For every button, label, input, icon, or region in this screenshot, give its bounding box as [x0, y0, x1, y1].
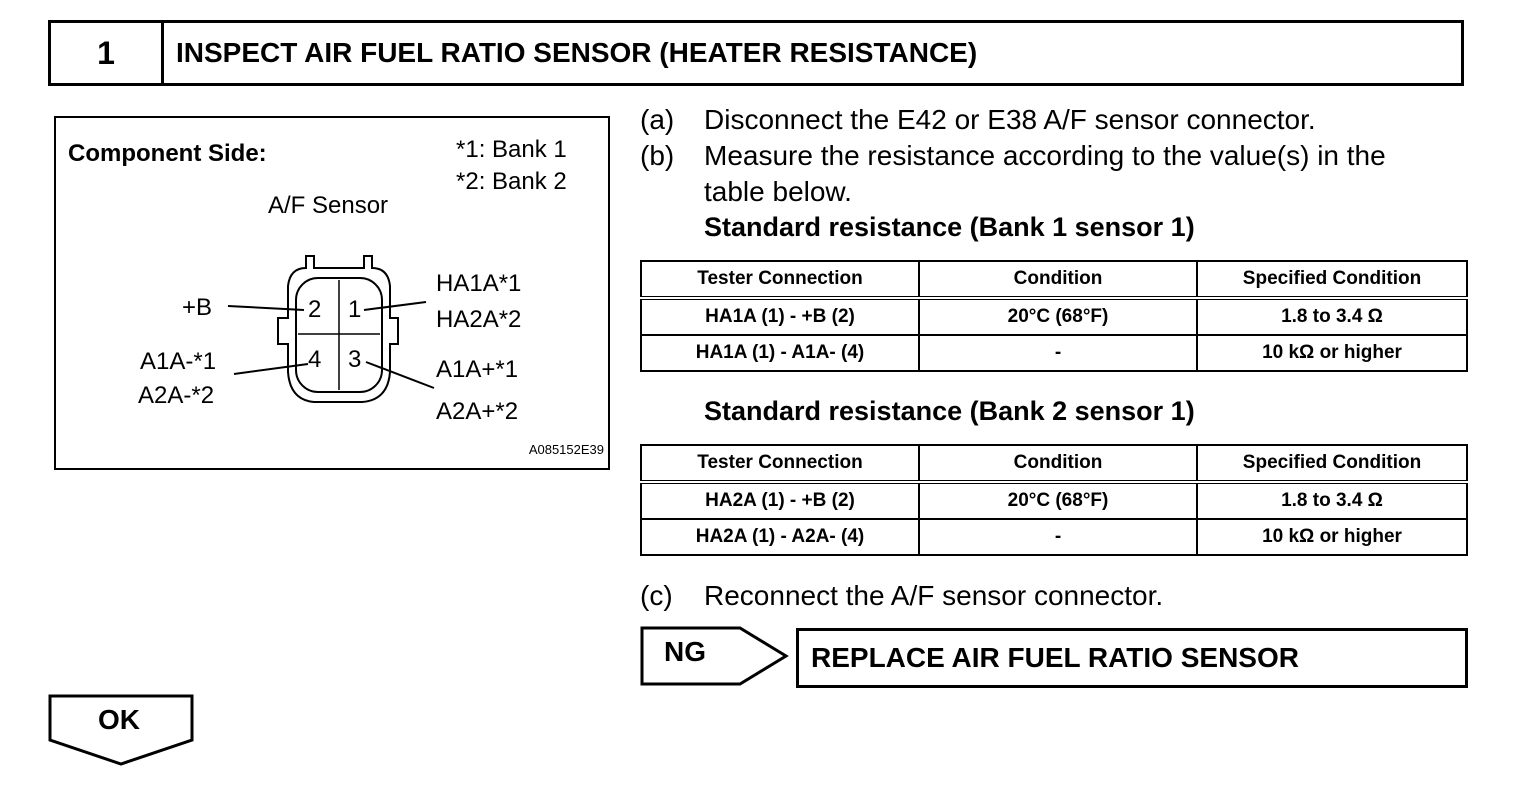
table-row: HA1A (1) - A1A- (4) - 10 kΩ or higher [640, 334, 1468, 372]
figure-id: A085152E39 [528, 442, 604, 457]
instruction-c-label: (c) [640, 580, 673, 611]
table-cell: 20°C (68°F) [918, 481, 1198, 520]
ng-action-box: REPLACE AIR FUEL RATIO SENSOR [796, 628, 1468, 688]
table1-heading: Standard resistance (Bank 1 sensor 1) [704, 212, 1195, 242]
column-header: Specified Condition [1196, 260, 1468, 300]
ok-indicator: OK [48, 694, 196, 766]
table-cell: - [918, 518, 1198, 556]
table-bank2: Tester Connection Condition Specified Co… [640, 444, 1468, 556]
label-a2a-plus: A2A+*2 [436, 398, 519, 425]
table-header-row: Tester Connection Condition Specified Co… [640, 260, 1468, 300]
pin-1: 1 [348, 296, 362, 323]
column-header: Condition [918, 260, 1198, 300]
table-row: HA2A (1) - A2A- (4) - 10 kΩ or higher [640, 518, 1468, 556]
table-header-row: Tester Connection Condition Specified Co… [640, 444, 1468, 484]
table-cell: 10 kΩ or higher [1196, 518, 1468, 556]
connector-drawing [227, 255, 435, 403]
instruction-a: (a) Disconnect the E42 or E38 A/F sensor… [640, 102, 1470, 138]
table-cell: 10 kΩ or higher [1196, 334, 1468, 372]
label-a1a-minus: A1A-*1 [140, 348, 217, 375]
pin-4: 4 [308, 346, 322, 373]
step-number: 1 [51, 23, 164, 83]
label-a2a-minus: A2A-*2 [138, 382, 215, 409]
pin-2: 2 [308, 296, 322, 323]
pin-3: 3 [348, 346, 362, 373]
table-row: HA1A (1) - +B (2) 20°C (68°F) 1.8 to 3.4… [640, 297, 1468, 336]
instruction-b: (b) Measure the resistance according to … [640, 138, 1470, 210]
ng-indicator: NG [640, 626, 790, 686]
table2-heading: Standard resistance (Bank 2 sensor 1) [704, 396, 1195, 426]
sensor-title: A/F Sensor [268, 192, 389, 219]
step-title: INSPECT AIR FUEL RATIO SENSOR (HEATER RE… [176, 37, 978, 68]
instruction-c-text: Reconnect the A/F sensor connector. [704, 580, 1164, 611]
label-ha2a: HA2A*2 [436, 306, 522, 333]
table-cell: 1.8 to 3.4 Ω [1196, 297, 1468, 336]
instruction-c: (c) Reconnect the A/F sensor connector. [640, 578, 1470, 614]
ok-arrow-shape [48, 694, 194, 766]
ok-label: OK [98, 704, 140, 735]
leader-a-minus [233, 363, 309, 375]
leader-plus-b [227, 305, 305, 311]
table-cell: HA1A (1) - +B (2) [640, 297, 920, 336]
instruction-b-text-line1: Measure the resistance according to the … [704, 140, 1386, 171]
instruction-a-text: Disconnect the E42 or E38 A/F sensor con… [704, 104, 1316, 135]
column-header: Tester Connection [640, 444, 920, 484]
label-plus-b: +B [182, 294, 213, 321]
table-cell: HA2A (1) - +B (2) [640, 481, 920, 520]
ng-arrow-shape [640, 626, 789, 686]
leader-a-plus [365, 361, 435, 389]
table-cell: - [918, 334, 1198, 372]
column-header: Condition [918, 444, 1198, 484]
bank1-note: *1: Bank 1 [456, 136, 567, 163]
table-cell: HA1A (1) - A1A- (4) [640, 334, 920, 372]
connector-shell [277, 255, 399, 403]
label-ha1a: HA1A*1 [436, 270, 522, 297]
ng-label: NG [664, 636, 706, 667]
step-header: 1 INSPECT AIR FUEL RATIO SENSOR (HEATER … [48, 20, 1464, 86]
label-a1a-plus: A1A+*1 [436, 356, 519, 383]
table-cell: 20°C (68°F) [918, 297, 1198, 336]
instruction-b-label: (b) [640, 140, 675, 171]
column-header: Tester Connection [640, 260, 920, 300]
instruction-a-label: (a) [640, 104, 675, 135]
table-cell: HA2A (1) - A2A- (4) [640, 518, 920, 556]
connector-diagram: Component Side: *1: Bank 1 *2: Bank 2 A/… [54, 116, 610, 470]
table-bank1: Tester Connection Condition Specified Co… [640, 260, 1468, 372]
instruction-b-text-line2: table below. [704, 176, 852, 207]
table-row: HA2A (1) - +B (2) 20°C (68°F) 1.8 to 3.4… [640, 481, 1468, 520]
ng-action-text: REPLACE AIR FUEL RATIO SENSOR [811, 642, 1299, 673]
column-header: Specified Condition [1196, 444, 1468, 484]
table-cell: 1.8 to 3.4 Ω [1196, 481, 1468, 520]
connector-body [295, 277, 383, 393]
component-side-label: Component Side: [68, 140, 267, 167]
bank2-note: *2: Bank 2 [456, 168, 567, 195]
leader-ha [363, 301, 427, 311]
